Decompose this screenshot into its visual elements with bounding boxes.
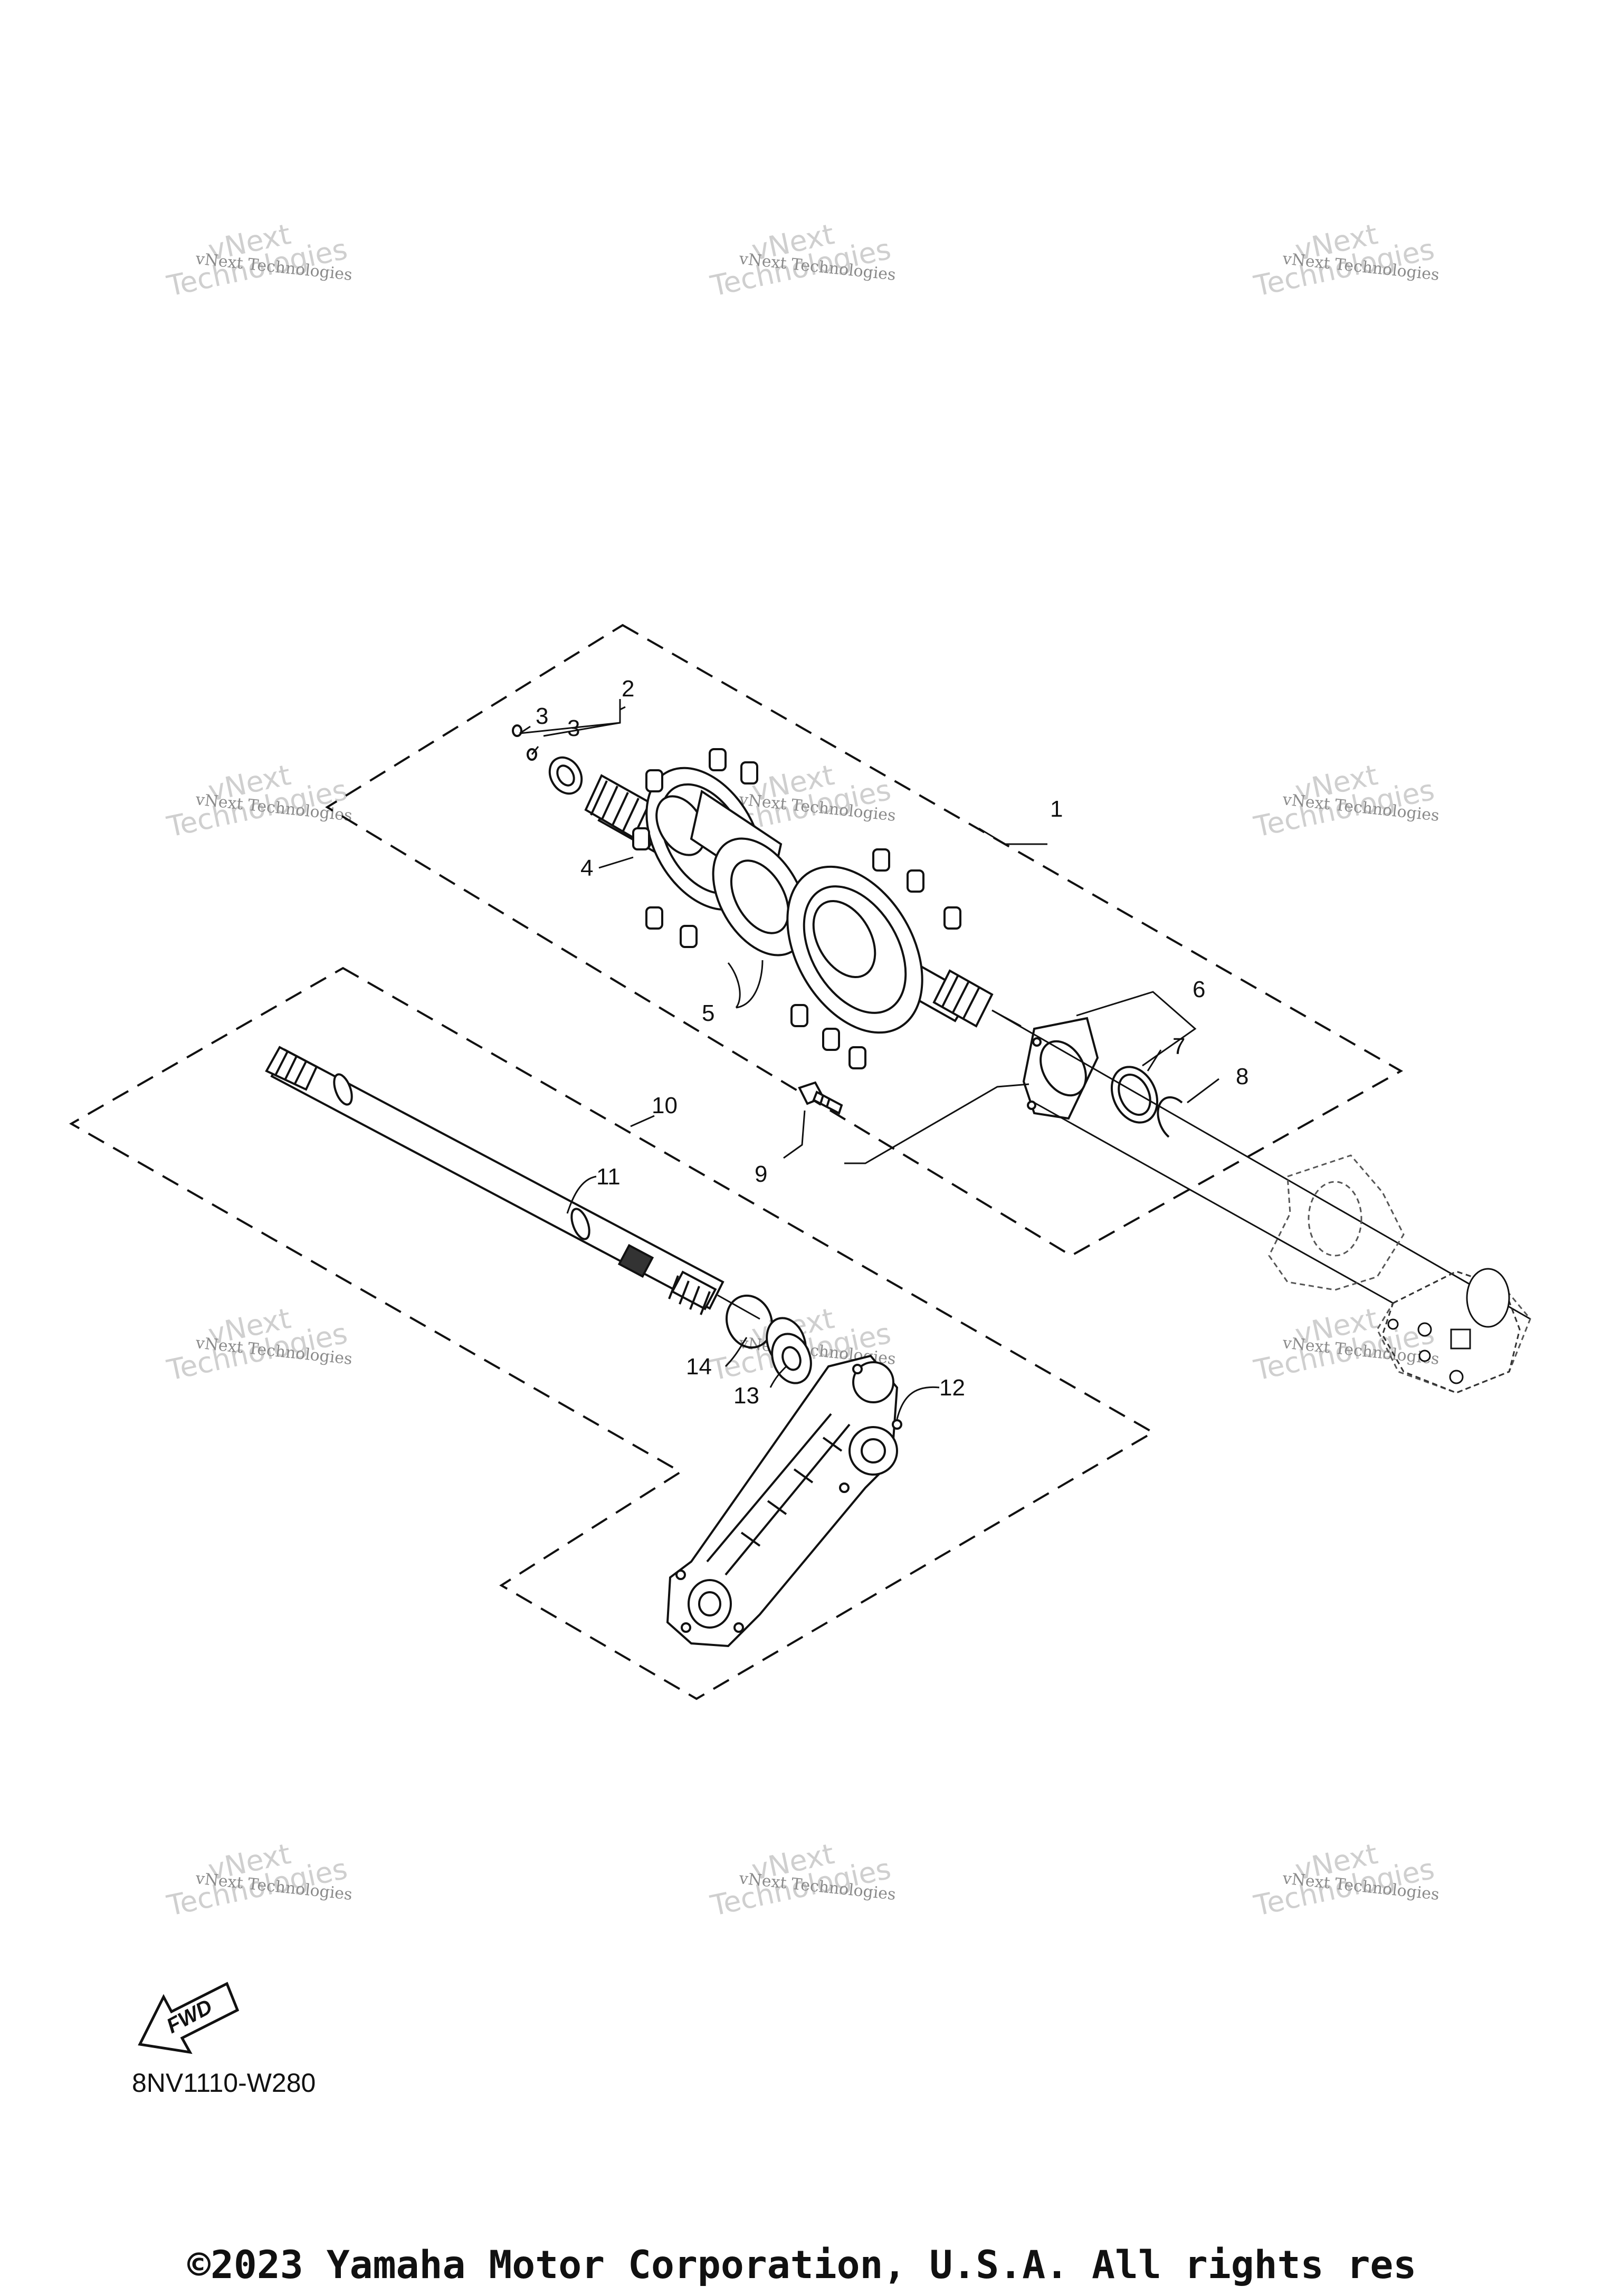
callout-14: 14 bbox=[686, 1354, 712, 1380]
callout-1: 1 bbox=[1050, 796, 1063, 822]
callout-9: 9 bbox=[755, 1161, 767, 1187]
copyright: ©2023 Yamaha Motor Corporation, U.S.A. A… bbox=[187, 2243, 1416, 2288]
watermark: Technologies vNext vNext Technologies bbox=[707, 1837, 897, 1922]
watermark: Technologies vNext vNext Technologies bbox=[1251, 1837, 1440, 1922]
callout-12: 12 bbox=[939, 1375, 965, 1401]
diagram-code: 8NV1110-W280 bbox=[132, 2068, 316, 2098]
frame-bracket bbox=[1381, 1268, 1521, 1394]
support-arm bbox=[666, 1354, 902, 1648]
callout-11: 11 bbox=[596, 1164, 621, 1190]
watermark: Technologies vNext vNext Technologies bbox=[164, 1837, 353, 1922]
callouts: 1 2 3 3 4 5 6 7 8 9 10 11 12 13 14 bbox=[536, 676, 1248, 1409]
pin bbox=[512, 724, 522, 737]
sprocket-center bbox=[712, 837, 808, 956]
callout-8: 8 bbox=[1236, 1064, 1248, 1089]
watermark: Technologies vNext vNext Technologies bbox=[1251, 217, 1440, 303]
callout-5: 5 bbox=[702, 1000, 714, 1026]
callout-10: 10 bbox=[652, 1093, 678, 1118]
callout-6: 6 bbox=[1193, 977, 1205, 1002]
assembly-1-boundary bbox=[325, 624, 1404, 1257]
axle-spline-right bbox=[932, 969, 994, 1028]
watermark: Technologies vNext vNext Technologies bbox=[164, 217, 353, 303]
sprocket-right bbox=[786, 848, 961, 1069]
callout-13: 13 bbox=[733, 1383, 759, 1409]
o-ring bbox=[725, 1294, 774, 1349]
watermark: Technologies vNext vNext Technologies bbox=[707, 217, 897, 303]
oil-seal bbox=[1110, 1066, 1159, 1124]
callout-4: 4 bbox=[580, 855, 593, 881]
watermark: Technologies vNext vNext Technologies bbox=[164, 1302, 353, 1387]
fwd-arrow-icon: FWD bbox=[138, 1982, 240, 2054]
callout-2: 2 bbox=[622, 676, 634, 702]
shaft bbox=[265, 1046, 760, 1320]
watermark: Technologies vNext vNext Technologies bbox=[1251, 758, 1440, 844]
leader-lines bbox=[519, 699, 1219, 1420]
callout-3b: 3 bbox=[567, 715, 580, 741]
bolt bbox=[798, 1081, 843, 1115]
drive-axle-assembly bbox=[512, 724, 1022, 1069]
callout-3a: 3 bbox=[536, 703, 548, 729]
callout-7: 7 bbox=[1172, 1034, 1185, 1059]
watermark: Technologies vNext vNext Technologies bbox=[164, 758, 353, 844]
assembly-10-boundary bbox=[69, 967, 1155, 1700]
bearing bbox=[766, 1317, 812, 1384]
